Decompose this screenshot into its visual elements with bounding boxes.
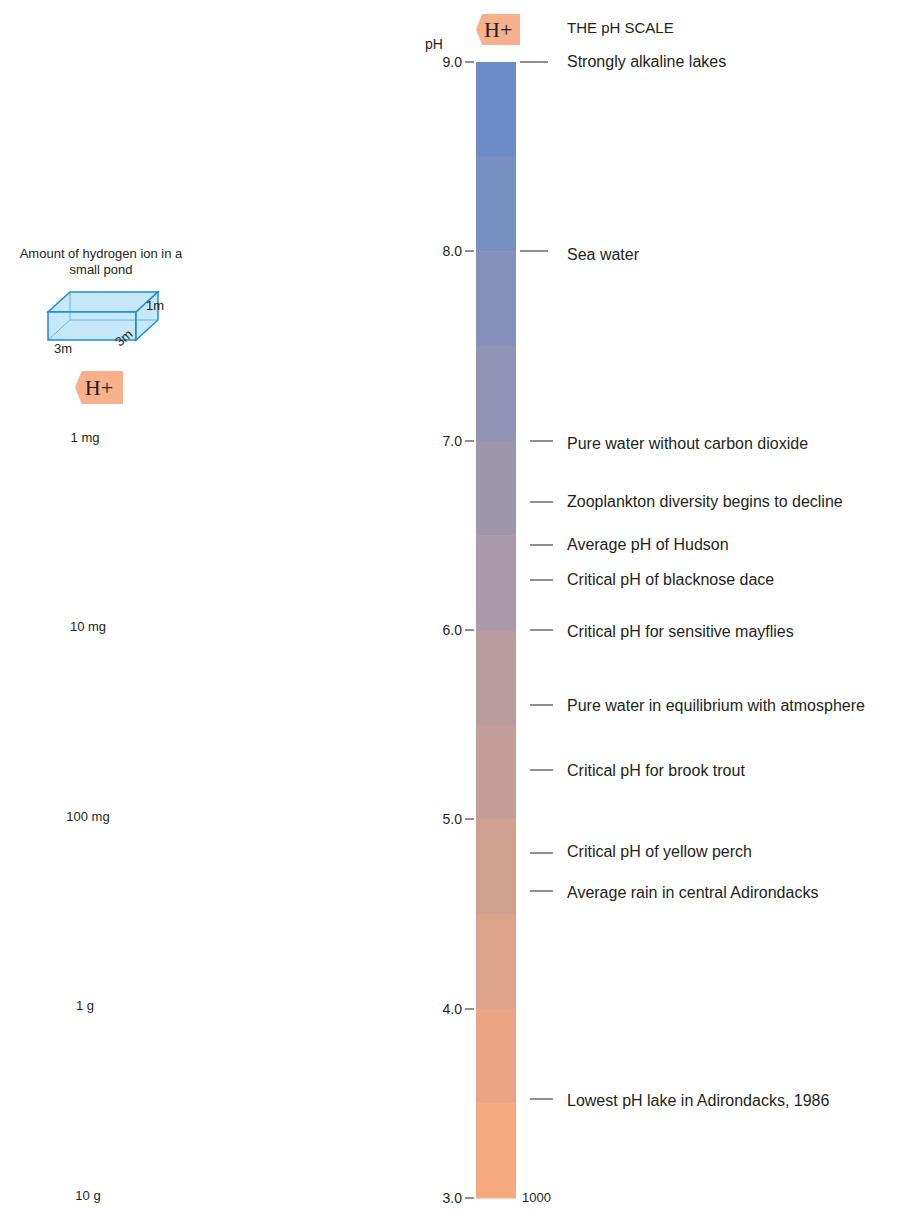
annotation: Zooplankton diversity begins to decline	[567, 492, 843, 511]
tick-label: 9.0	[443, 54, 462, 71]
hydrogen-badge: H+	[75, 371, 123, 404]
ph-band	[476, 1009, 516, 1104]
annotation: Pure water in equilibrium with atmospher…	[567, 696, 865, 715]
label: 100 mg	[66, 809, 109, 825]
tick-marks	[465, 62, 474, 1198]
annotation: Critical pH for brook trout	[567, 761, 745, 780]
annotation: Sea water	[567, 245, 639, 264]
label: Amount of hydrogen ion in a small pond	[14, 246, 189, 277]
label: pH	[425, 36, 443, 53]
tick-label: 4.0	[443, 1001, 462, 1018]
tick-label: 3.0	[443, 1190, 462, 1207]
annotation: Average rain in central Adirondacks	[567, 883, 818, 902]
chart-title: THE pH SCALE	[567, 19, 674, 37]
annotation: Pure water without carbon dioxide	[567, 434, 808, 453]
ph-band	[476, 157, 516, 252]
ph-band	[476, 914, 516, 1009]
ph-band	[476, 62, 516, 157]
label: 1 g	[76, 998, 94, 1014]
pond-box	[48, 292, 158, 340]
tick-label: 5.0	[443, 811, 462, 828]
ph-band	[476, 535, 516, 630]
ph-band	[476, 346, 516, 441]
ph-band	[476, 725, 516, 820]
annotation: Average pH of Hudson	[567, 535, 729, 554]
annotation: Strongly alkaline lakes	[567, 52, 726, 71]
ph-bar	[476, 62, 516, 1199]
annotation: Critical pH of yellow perch	[567, 842, 752, 861]
hydrogen-badge: H+	[476, 14, 520, 45]
annotation: Critical pH of blacknose dace	[567, 570, 774, 589]
label: 10 mg	[70, 619, 106, 635]
tick-label: 8.0	[443, 243, 462, 260]
tick-label: 7.0	[443, 433, 462, 450]
label: 1 mg	[71, 430, 100, 446]
badge-text: H+	[85, 375, 113, 401]
label: 10 g	[75, 1188, 100, 1204]
ph-band	[476, 819, 516, 914]
label: 1000	[522, 1190, 551, 1206]
ph-band	[476, 441, 516, 536]
ph-band	[476, 630, 516, 725]
badge-text: H+	[484, 17, 512, 43]
annotation: Lowest pH lake in Adirondacks, 1986	[567, 1091, 829, 1110]
ph-band	[476, 1103, 516, 1198]
annotation: Critical pH for sensitive mayflies	[567, 622, 794, 641]
label: 3m	[54, 341, 72, 357]
ph-band	[476, 251, 516, 346]
tick-label: 6.0	[443, 622, 462, 639]
label: 1m	[146, 298, 164, 314]
leader-lines	[520, 62, 553, 1099]
